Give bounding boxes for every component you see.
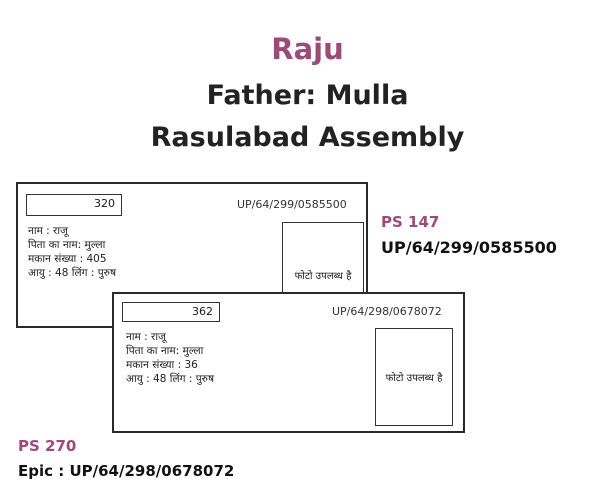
serial-number-box: 362 [122,302,220,322]
father-name-heading: Father: Mulla [206,80,409,111]
name-line: नाम : राजू [28,225,68,237]
polling-station-label-2: PS 270 [18,437,77,455]
photo-placeholder: फोटो उपलब्ध है [282,222,364,326]
father-line: पिता का नाम: मुल्ला [28,239,106,251]
age-gender-line: आयु : 48 लिंग : पुरुष [126,373,215,385]
photo-available-text: फोटो उपलब्ध है [385,373,443,384]
photo-available-text: फोटो उपलब्ध है [294,270,352,282]
assembly-heading: Rasulabad Assembly [150,122,465,153]
father-line: पिता का नाम: मुल्ला [126,345,204,357]
epic-number: UP/64/298/0678072 [332,305,442,318]
name-line: नाम : राजू [126,331,166,343]
photo-placeholder: फोटो उपलब्ध है [375,328,453,426]
age-gender-line: आयु : 48 लिंग : पुरुष [28,267,117,279]
epic-number: UP/64/299/0585500 [237,198,347,211]
house-line: मकान संख्या : 405 [28,253,107,265]
voter-name-title: Raju [271,32,344,66]
polling-station-epic-2: Epic : UP/64/298/0678072 [18,462,235,480]
polling-station-label-1: PS 147 [381,213,440,231]
voter-details: नाम : राजू पिता का नाम: मुल्ला मकान संख्… [126,330,214,386]
polling-station-epic-1: UP/64/299/0585500 [381,238,557,257]
serial-number-box: 320 [26,194,122,216]
house-line: मकान संख्या : 36 [126,359,198,371]
voter-record-card-2: 362 UP/64/298/0678072 नाम : राजू पिता का… [112,292,465,433]
voter-details: नाम : राजू पिता का नाम: मुल्ला मकान संख्… [28,224,116,280]
